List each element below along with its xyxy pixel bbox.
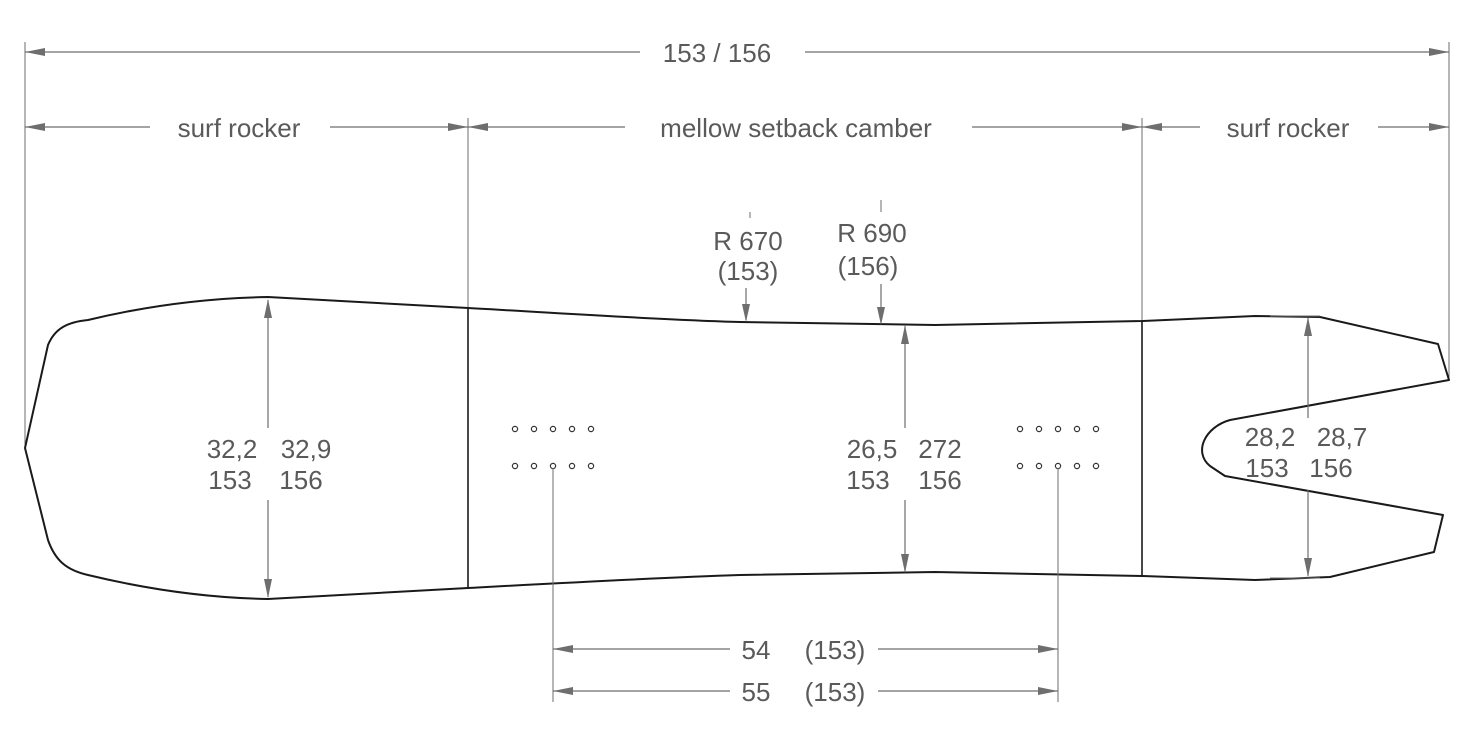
nose-zone-label: surf rocker bbox=[178, 113, 301, 143]
board-outline bbox=[24, 296, 1450, 600]
tail-width-156: 28,7 bbox=[1317, 422, 1368, 452]
nose-width-dimension: 32,2 32,9 153 156 bbox=[207, 299, 332, 598]
overall-length-dimension: 153 / 156 bbox=[24, 38, 1450, 448]
rear-inserts bbox=[1016, 425, 1100, 470]
sidecut-153-value: R 670 bbox=[713, 226, 782, 256]
nose-width-156: 32,9 bbox=[281, 434, 332, 464]
stance-2-value: 55 bbox=[742, 677, 771, 707]
tail-size-156: 156 bbox=[1309, 453, 1352, 483]
waist-size-153: 153 bbox=[846, 465, 889, 495]
tail-size-153: 153 bbox=[1245, 453, 1288, 483]
stance-dimensions: 54 (153) 55 (153) bbox=[552, 468, 1059, 707]
zone-dimensions: surf rocker mellow setback camber surf r… bbox=[25, 113, 1449, 322]
nose-size-156: 156 bbox=[279, 465, 322, 495]
waist-width-153: 26,5 bbox=[847, 434, 898, 464]
sidecut-156-value: R 690 bbox=[837, 218, 906, 248]
waist-width-dimension: 26,5 272 153 156 bbox=[846, 325, 962, 573]
sidecut-156-size: (156) bbox=[838, 251, 899, 281]
sidecut-callouts: R 670 (153) R 690 (156) bbox=[713, 200, 907, 325]
nose-size-153: 153 bbox=[208, 465, 251, 495]
waist-size-156: 156 bbox=[918, 465, 961, 495]
center-zone-label: mellow setback camber bbox=[660, 113, 932, 143]
sidecut-153-size: (153) bbox=[718, 256, 779, 286]
stance-2-size: (153) bbox=[805, 677, 866, 707]
tail-width-153: 28,2 bbox=[1245, 422, 1296, 452]
stance-1-size: (153) bbox=[805, 635, 866, 665]
tail-zone-label: surf rocker bbox=[1227, 113, 1350, 143]
nose-width-153: 32,2 bbox=[207, 434, 258, 464]
waist-width-156: 272 bbox=[918, 434, 961, 464]
overall-length-label: 153 / 156 bbox=[663, 38, 771, 68]
front-inserts bbox=[511, 425, 595, 470]
stance-1-value: 54 bbox=[742, 635, 771, 665]
tail-width-dimension: 28,2 28,7 153 156 bbox=[1245, 315, 1368, 579]
